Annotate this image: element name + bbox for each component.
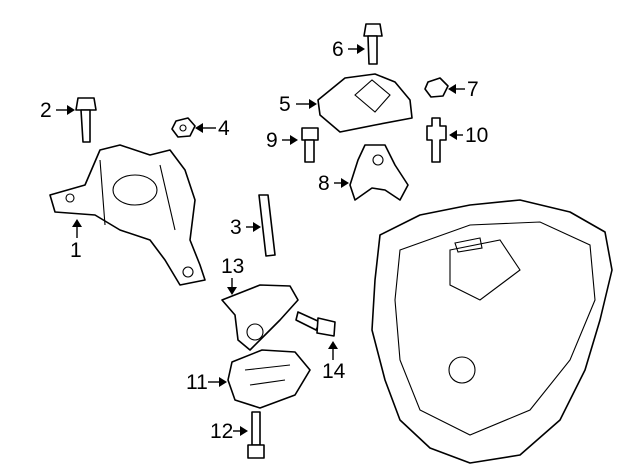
part-13-lower-bracket — [221, 284, 299, 351]
part-9-bolt — [301, 127, 319, 163]
part-5-upper-bracket — [317, 73, 413, 133]
part-12-bolt — [247, 411, 265, 459]
callout-11: 11 — [186, 371, 208, 394]
part-7-nut — [424, 77, 449, 98]
part-1-bracket — [49, 144, 206, 286]
part-10-stud — [426, 117, 447, 163]
callout-14: 14 — [322, 360, 346, 383]
callout-1: 1 — [70, 239, 82, 262]
leader-arrows — [56, 44, 465, 436]
callout-3: 3 — [230, 216, 242, 239]
callout-7: 7 — [467, 78, 479, 101]
part-11-rear-mount — [227, 349, 311, 409]
part-3-stud — [258, 194, 276, 257]
callout-8: 8 — [318, 172, 330, 195]
part-4-nut — [171, 117, 196, 138]
callout-9: 9 — [266, 129, 278, 152]
callout-4: 4 — [218, 117, 230, 140]
callout-5: 5 — [279, 93, 291, 116]
callout-10: 10 — [465, 124, 489, 147]
part-2-bolt — [75, 97, 97, 143]
part-14-bolt — [295, 311, 336, 337]
callout-12: 12 — [210, 420, 234, 443]
callout-6: 6 — [332, 38, 344, 61]
part-8-bracket — [349, 144, 409, 201]
part-6-bolt — [363, 23, 383, 65]
callout-2: 2 — [40, 99, 52, 122]
transmission-case — [371, 199, 613, 464]
callout-13: 13 — [221, 255, 245, 278]
